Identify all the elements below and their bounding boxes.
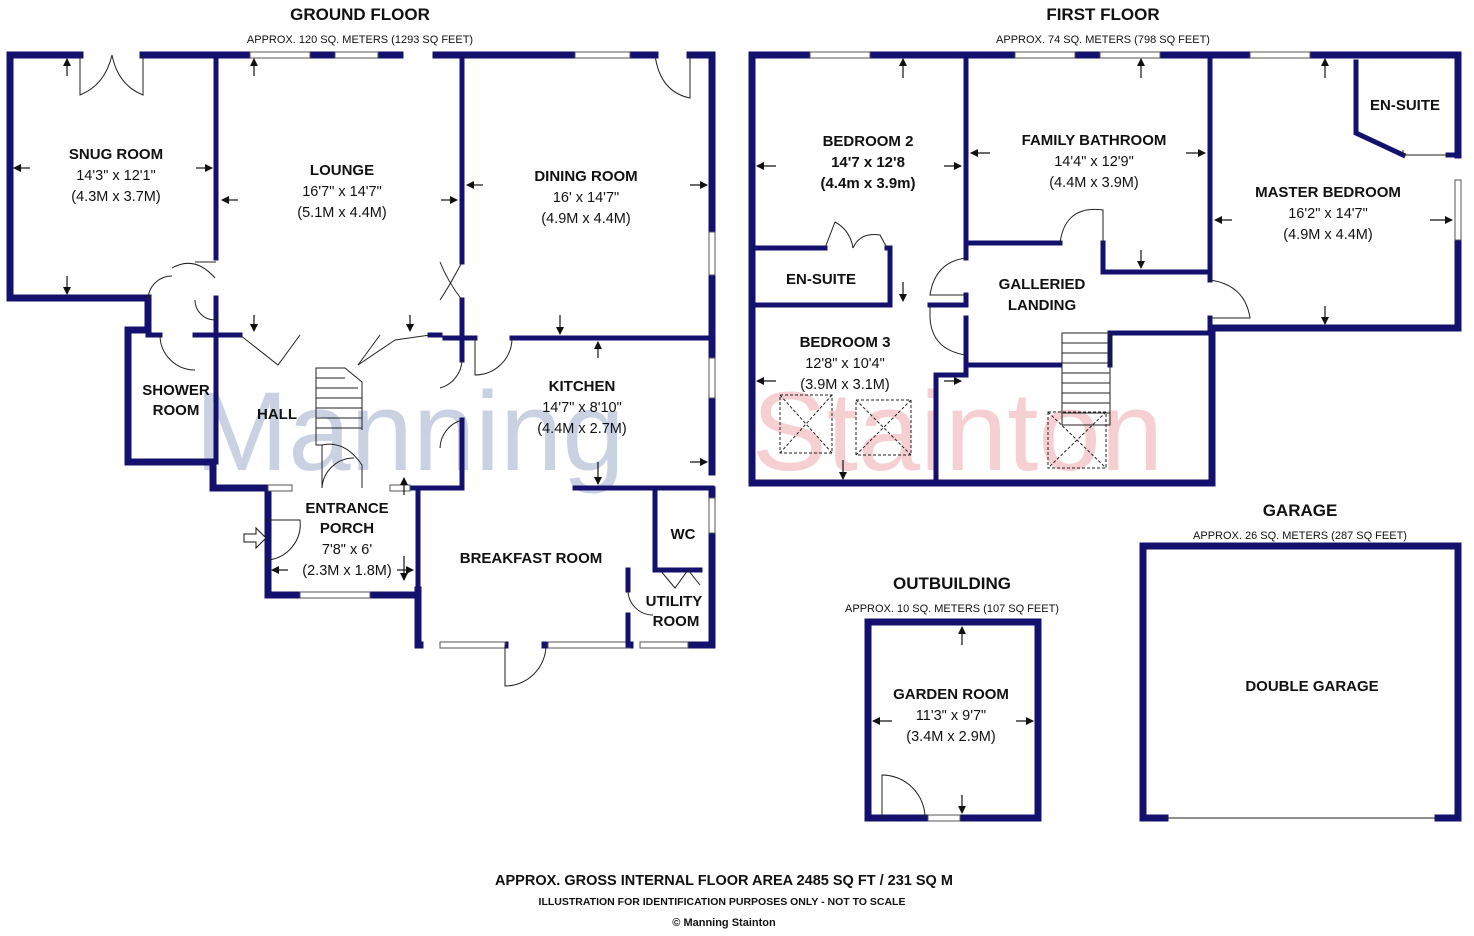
watermark-manning: Manning: [195, 369, 625, 494]
garage-plan: [1139, 542, 1462, 822]
garden-room-dim-imperial: 11'3" x 9'7": [916, 708, 986, 724]
master-ensuite-name: EN-SUITE: [1370, 97, 1440, 114]
galleried-landing-name-2: LANDING: [1008, 297, 1076, 314]
family-bathroom-dim-imperial: 14'4" x 12'9": [1054, 154, 1134, 170]
ground-floor-area: APPROX. 120 SQ. METERS (1293 SQ FEET): [247, 34, 473, 46]
lounge-name: LOUNGE: [310, 162, 374, 179]
snug-room-dim-metric: (4.3M x 3.7M): [71, 189, 160, 205]
porch-dim-imperial: 7'8" x 6': [322, 542, 372, 558]
utility-room-name-1: UTILITY: [646, 593, 703, 610]
family-bathroom-dim-metric: (4.4M x 3.9M): [1049, 175, 1138, 191]
bedroom-2-ensuite-name: EN-SUITE: [786, 271, 856, 288]
outbuilding-area: APPROX. 10 SQ. METERS (107 SQ FEET): [845, 603, 1059, 615]
snug-room-name: SNUG ROOM: [69, 146, 163, 163]
bedroom-2-dim-imperial: 14'7 x 12'8: [831, 154, 905, 171]
porch-name-2: PORCH: [320, 520, 374, 537]
garage-title: GARAGE: [1263, 501, 1338, 520]
garden-room-name: GARDEN ROOM: [893, 686, 1009, 703]
bedroom-3-dim-imperial: 12'8" x 10'4": [805, 356, 885, 372]
master-bedroom-name: MASTER BEDROOM: [1255, 184, 1401, 201]
watermark-stainton: Stainton: [752, 369, 1163, 494]
dining-room-dim-imperial: 16' x 14'7": [553, 190, 619, 206]
wc-name: WC: [671, 526, 696, 543]
porch-dim-metric: (2.3M x 1.8M): [302, 563, 391, 579]
bedroom-2-name: BEDROOM 2: [823, 133, 914, 150]
gross-area-text: APPROX. GROSS INTERNAL FLOOR AREA 2485 S…: [495, 873, 953, 889]
master-bedroom-dim-metric: (4.9M x 4.4M): [1283, 227, 1372, 243]
outbuilding-plan: [864, 618, 1042, 822]
first-floor-plan: [748, 51, 1462, 487]
breakfast-room-name: BREAKFAST ROOM: [460, 550, 603, 567]
kitchen-dim-metric: (4.4M x 2.7M): [537, 421, 626, 437]
master-bedroom-dim-imperial: 16'2" x 14'7": [1288, 206, 1368, 222]
lounge-dim-metric: (5.1M x 4.4M): [297, 205, 386, 221]
outbuilding-title: OUTBUILDING: [893, 574, 1011, 593]
bedroom-3-dim-metric: (3.9M x 3.1M): [800, 377, 889, 393]
disclaimer-text: ILLUSTRATION FOR IDENTIFICATION PURPOSES…: [539, 896, 906, 908]
dining-room-dim-metric: (4.9M x 4.4M): [541, 211, 630, 227]
first-floor-area: APPROX. 74 SQ. METERS (798 SQ FEET): [996, 34, 1210, 46]
utility-room-name-2: ROOM: [653, 613, 700, 630]
shower-room-name-2: ROOM: [153, 402, 200, 419]
garage-area: APPROX. 26 SQ. METERS (287 SQ FEET): [1193, 530, 1407, 542]
bedroom-3-name: BEDROOM 3: [800, 334, 891, 351]
double-garage-name: DOUBLE GARAGE: [1245, 678, 1378, 695]
lounge-dim-imperial: 16'7" x 14'7": [302, 184, 382, 200]
hall-name: HALL: [257, 406, 297, 423]
snug-room-dim-imperial: 14'3" x 12'1": [76, 168, 156, 184]
dining-room-name: DINING ROOM: [534, 168, 637, 185]
galleried-landing-name-1: GALLERIED: [999, 276, 1086, 293]
dimension-arrows: [13, 58, 1453, 814]
kitchen-dim-imperial: 14'7" x 8'10": [542, 400, 622, 416]
first-floor-title: FIRST FLOOR: [1046, 5, 1159, 24]
ground-floor-title: GROUND FLOOR: [290, 5, 430, 24]
ground-floor-plan: [6, 51, 716, 687]
family-bathroom-name: FAMILY BATHROOM: [1022, 132, 1167, 149]
copyright-text: © Manning Stainton: [672, 917, 776, 929]
bedroom-2-dim-metric: (4.4m x 3.9m): [820, 175, 915, 192]
garden-room-dim-metric: (3.4M x 2.9M): [906, 729, 995, 745]
porch-name-1: ENTRANCE: [305, 500, 388, 517]
shower-room-name-1: SHOWER: [142, 382, 210, 399]
kitchen-name: KITCHEN: [549, 378, 616, 395]
